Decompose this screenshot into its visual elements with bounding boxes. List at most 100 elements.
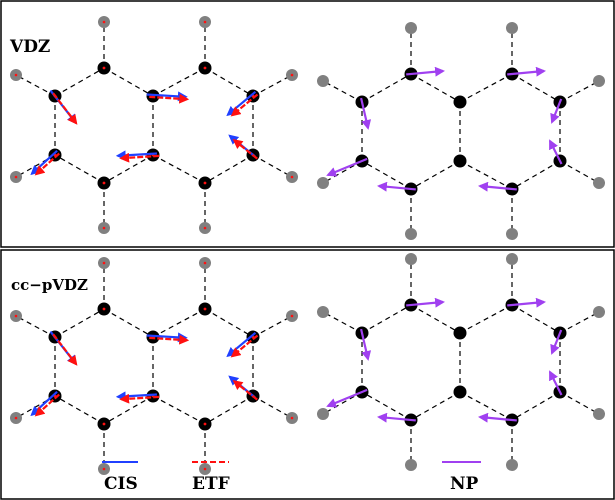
cc-bond: [103, 67, 154, 97]
hydrogen-atom: [405, 22, 417, 34]
hydrogen-marker: [102, 20, 106, 24]
hydrogen-marker: [102, 467, 106, 471]
cc-bond: [103, 154, 154, 184]
etf-displacement-arrow: [149, 334, 190, 345]
hydrogen-marker: [102, 261, 106, 265]
cc-bond: [204, 308, 254, 338]
cc-bond: [459, 73, 513, 103]
cc-bond: [152, 308, 206, 338]
ch-bond: [559, 80, 600, 103]
hydrogen-atom: [405, 253, 417, 265]
cc-bond: [410, 160, 461, 190]
hydrogen-atom: [506, 22, 518, 34]
panel-frame-top: [0, 0, 615, 248]
ch-bond: [322, 80, 363, 103]
cc-bond: [152, 395, 206, 425]
cc-bond: [459, 304, 513, 334]
carbon-marker: [102, 181, 106, 185]
cc-bond: [361, 391, 412, 421]
hydrogen-atom: [593, 75, 605, 87]
np-displacement-arrow: [550, 329, 563, 355]
hydrogen-marker: [14, 73, 18, 77]
etf-displacement-arrow: [119, 393, 160, 404]
np-displacement-arrow: [549, 370, 563, 396]
hydrogen-marker: [14, 175, 18, 179]
np-displacement-arrow: [360, 97, 372, 130]
hydrogen-atom: [593, 306, 605, 318]
ch-bond: [252, 395, 293, 419]
legend-label-np: NP: [450, 474, 479, 494]
np-displacement-arrow: [507, 66, 546, 77]
ch-bond: [559, 160, 600, 184]
hydrogen-atom: [506, 459, 518, 471]
hydrogen-marker: [203, 226, 207, 230]
carbon-marker: [102, 307, 106, 311]
hydrogen-atom: [317, 75, 329, 87]
etf-displacement-arrow: [52, 333, 78, 366]
cc-bond: [410, 304, 461, 334]
np-displacement-arrow: [478, 181, 517, 192]
hydrogen-atom: [593, 177, 605, 189]
carbon-atom: [453, 154, 467, 168]
cc-bond: [152, 154, 206, 184]
etf-displacement-arrow: [119, 152, 160, 163]
cc-bond: [459, 160, 513, 190]
ch-bond: [15, 74, 56, 97]
cc-bond: [204, 154, 254, 184]
legend: CIS ETF NP: [102, 461, 481, 494]
cc-bond: [511, 73, 561, 103]
cc-bond: [54, 154, 105, 184]
legend-label-cis: CIS: [104, 474, 138, 494]
hydrogen-atom: [405, 228, 417, 240]
etf-displacement-arrow: [52, 92, 78, 125]
cc-bond: [152, 67, 206, 97]
np-displacement-arrow: [478, 412, 517, 423]
etf-displacement-arrow: [232, 379, 258, 401]
ch-bond: [15, 315, 56, 338]
np-displacement-arrow: [550, 98, 563, 124]
molecules-layer: [10, 16, 605, 475]
hydrogen-marker: [102, 226, 106, 230]
np-displacement-arrow: [406, 66, 445, 77]
hydrogen-marker: [14, 416, 18, 420]
np-displacement-arrow: [549, 139, 563, 165]
ch-bond: [252, 154, 293, 178]
etf-displacement-arrow: [230, 93, 259, 117]
ch-bond: [559, 311, 600, 334]
hydrogen-atom: [506, 253, 518, 265]
ch-bond: [559, 391, 600, 415]
etf-displacement-arrow: [232, 138, 258, 160]
hydrogen-atom: [317, 177, 329, 189]
ch-bond: [322, 160, 363, 184]
molecule-2: [317, 22, 605, 240]
carbon-marker: [102, 66, 106, 70]
carbon-marker: [102, 422, 106, 426]
panel-label-vdz: VDZ: [9, 37, 50, 57]
panel-frame-bottom: [0, 249, 615, 500]
hydrogen-marker: [203, 20, 207, 24]
np-displacement-arrow: [377, 181, 416, 192]
hydrogen-atom: [506, 228, 518, 240]
np-displacement-arrow: [377, 412, 416, 423]
hydrogen-atom: [593, 408, 605, 420]
carbon-marker: [203, 422, 207, 426]
ch-bond: [252, 315, 293, 338]
cc-bond: [410, 73, 461, 103]
carbon-marker: [203, 307, 207, 311]
cc-bond: [459, 391, 513, 421]
cc-bond: [511, 391, 561, 421]
np-displacement-arrow: [326, 388, 368, 408]
hydrogen-marker: [203, 261, 207, 265]
etf-displacement-arrow: [149, 93, 190, 104]
cc-bond: [54, 395, 105, 425]
hydrogen-marker: [203, 467, 207, 471]
cc-bond: [54, 67, 105, 97]
cc-bond: [410, 391, 461, 421]
hydrogen-atom: [317, 408, 329, 420]
cc-bond: [204, 67, 254, 97]
ch-bond: [322, 311, 363, 334]
np-displacement-arrow: [326, 157, 368, 177]
cc-bond: [361, 73, 412, 103]
cc-bond: [511, 160, 561, 190]
